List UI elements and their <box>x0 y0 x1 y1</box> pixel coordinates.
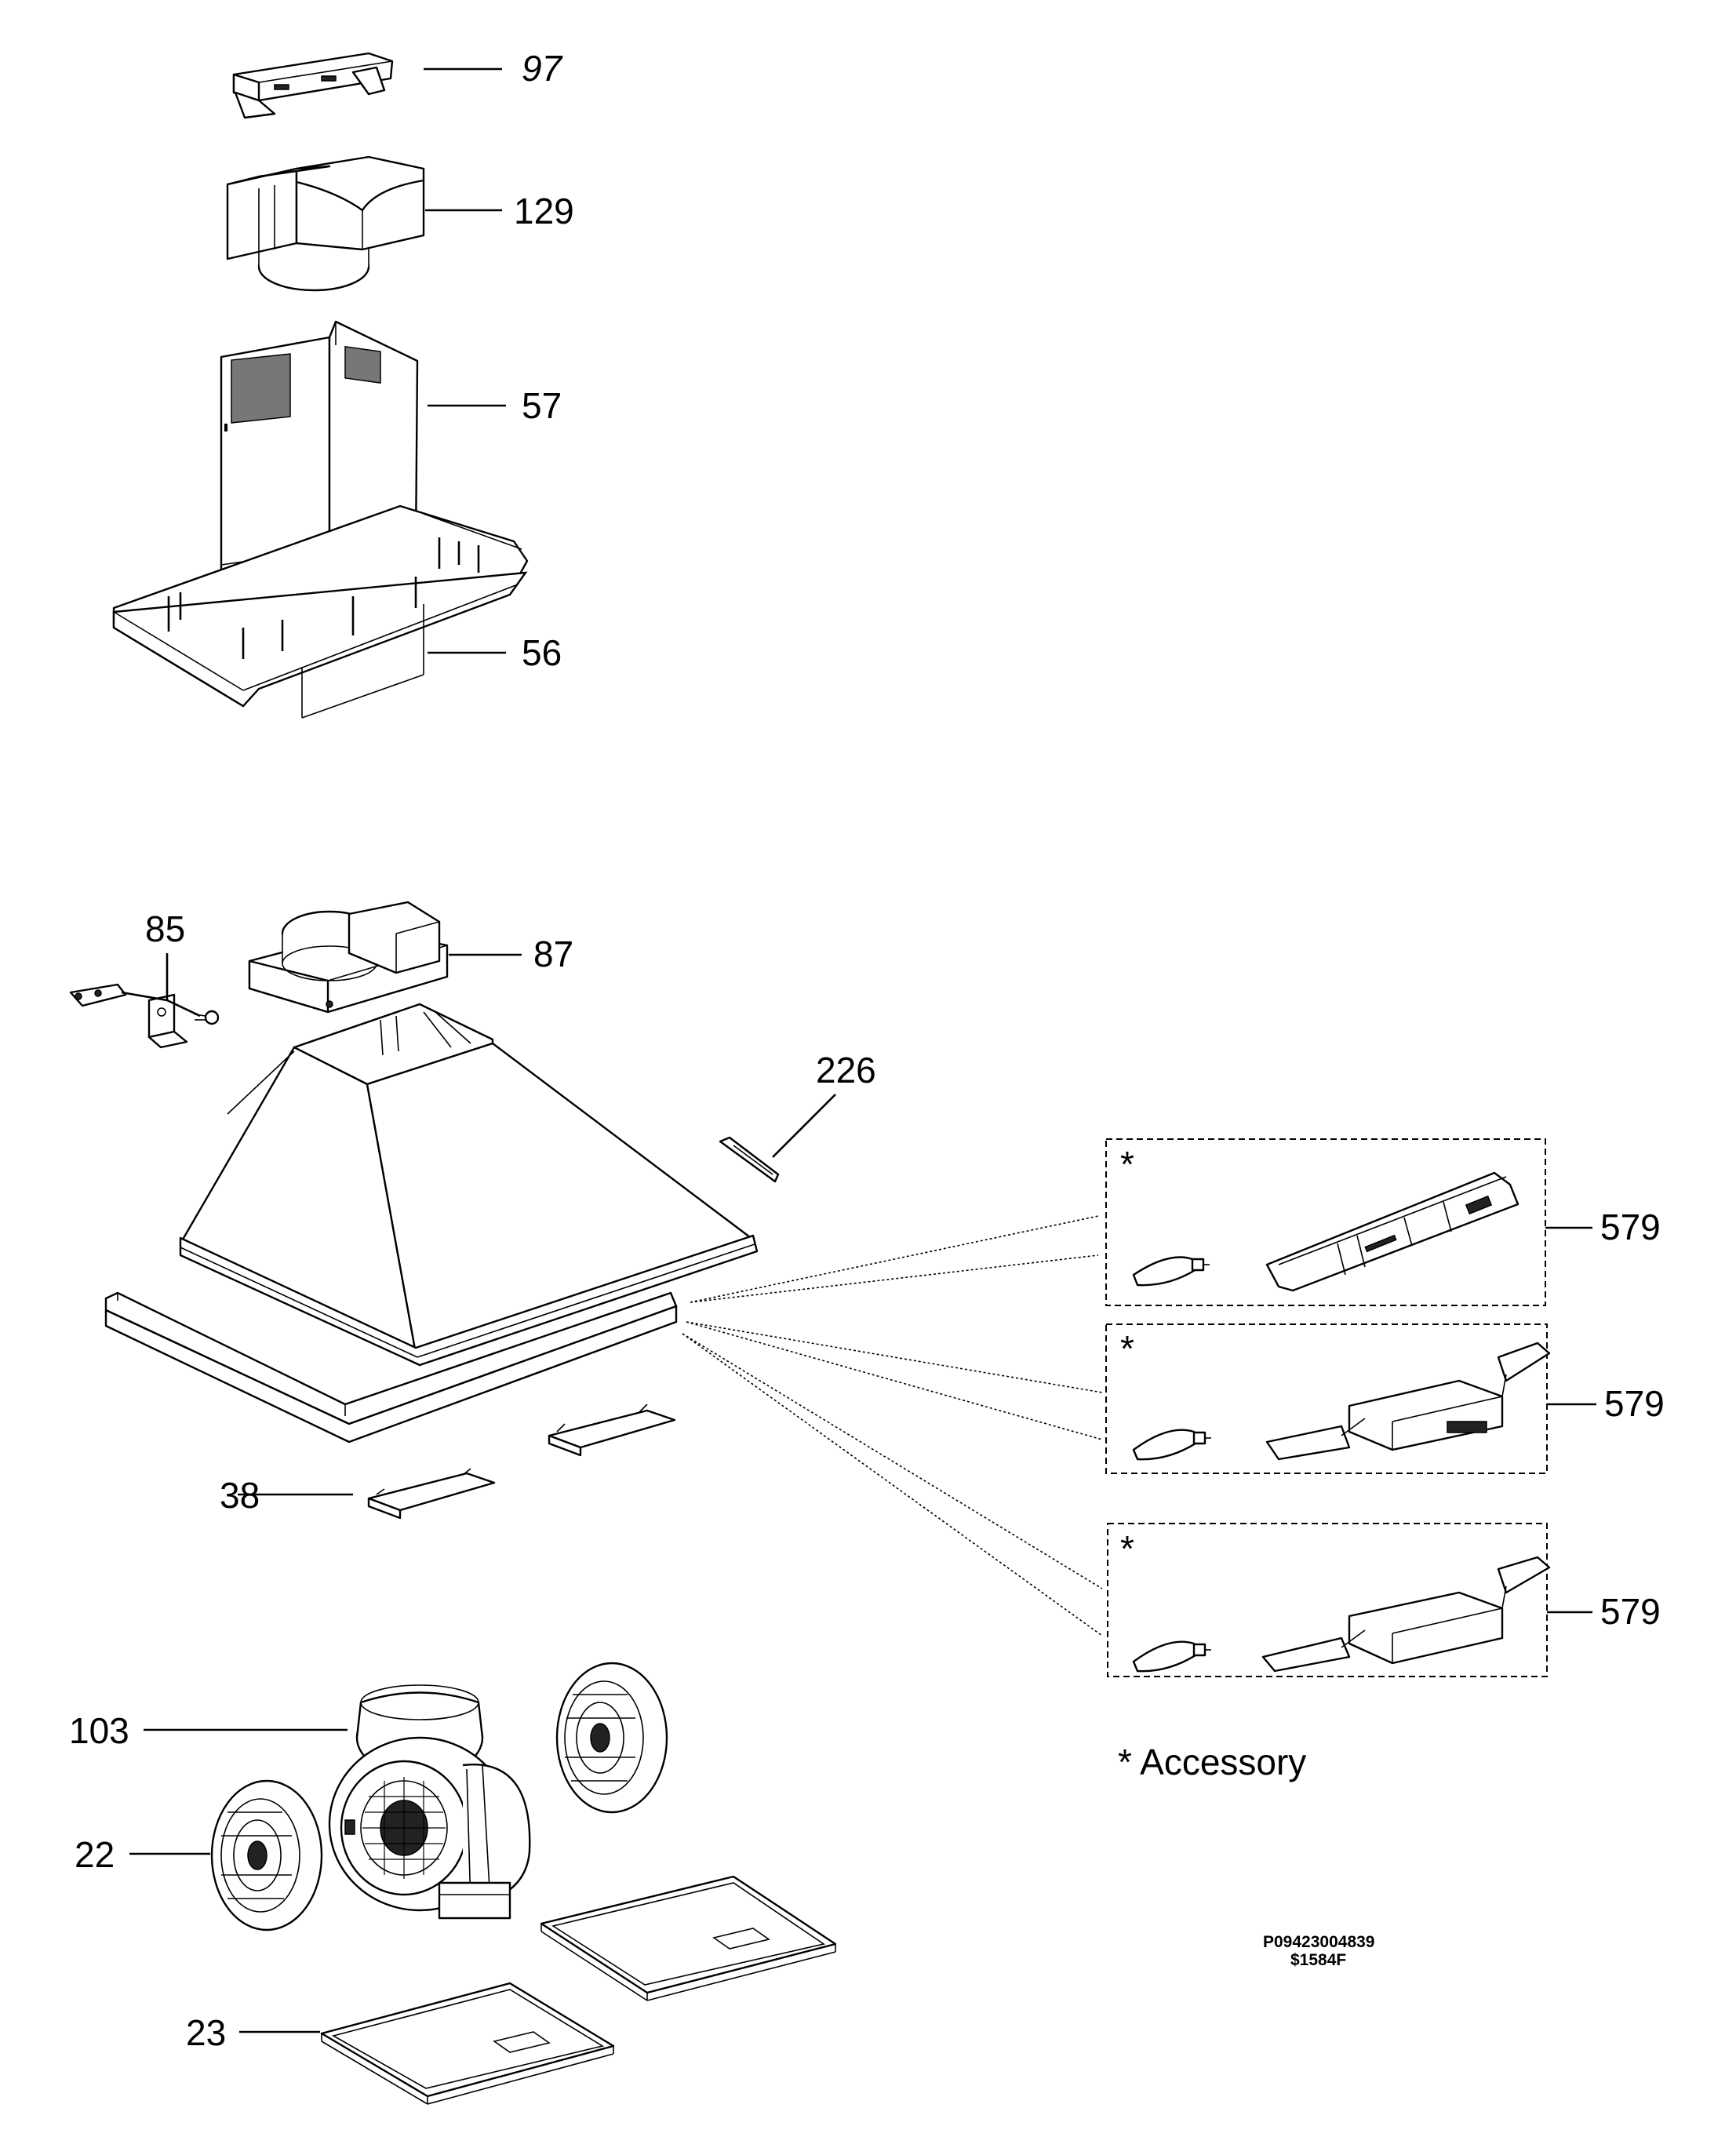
part-grease-filter-upper <box>540 1875 837 2001</box>
label-23: 23 <box>186 2012 226 2053</box>
light-fitting-icon <box>1265 1342 1551 1461</box>
part-23-grease-filter <box>320 1982 615 2105</box>
label-56: 56 <box>522 632 562 673</box>
part-579-accessory-box-3: * <box>1107 1523 1551 1677</box>
bulb-icon <box>1132 1256 1210 1287</box>
leader-85-b <box>166 999 201 1018</box>
label-226: 226 <box>816 1050 876 1090</box>
accessory-marker-3: * <box>1120 1528 1134 1569</box>
label-579-3: 579 <box>1600 1591 1661 1632</box>
part-579-accessory-box-1: * <box>1105 1138 1546 1306</box>
drawing-code-line2: $1584F <box>1290 1951 1346 1969</box>
part-38-lamp-cover-b <box>548 1403 676 1457</box>
part-579-accessory-box-2: * <box>1105 1323 1551 1474</box>
part-129-air-outlet <box>226 155 425 292</box>
label-129: 129 <box>514 191 574 231</box>
accessory-connection-lines <box>682 1215 1103 1636</box>
label-85: 85 <box>145 908 185 949</box>
part-85-fittings <box>69 983 220 1049</box>
light-fitting-icon <box>1265 1171 1519 1292</box>
accessory-marker-2: * <box>1120 1328 1134 1369</box>
accessory-legend: * Accessory <box>1118 1742 1306 1782</box>
drawing-code-line1: P09423004839 <box>1263 1933 1374 1951</box>
bulb-icon <box>1132 1640 1211 1673</box>
label-87: 87 <box>533 934 573 974</box>
part-38-lamp-cover-a <box>367 1468 496 1520</box>
label-579-1: 579 <box>1600 1207 1661 1247</box>
part-hood-body <box>179 1003 759 1367</box>
accessory-marker-1: * <box>1120 1144 1134 1185</box>
bulb-icon <box>1132 1429 1211 1461</box>
label-97: 97 <box>522 48 563 89</box>
light-fitting-icon <box>1261 1556 1551 1673</box>
label-38: 38 <box>220 1475 260 1516</box>
part-103-motor <box>328 1684 531 1920</box>
label-103: 103 <box>69 1710 129 1751</box>
part-22-carbon-filter <box>210 1779 323 1931</box>
part-56-glass-canopy <box>112 504 529 719</box>
part-carbon-filter-right <box>555 1662 668 1814</box>
part-226-strip <box>719 1136 780 1183</box>
part-97-mounting-bracket <box>232 52 394 119</box>
label-57: 57 <box>522 385 562 426</box>
label-579-2: 579 <box>1604 1383 1665 1424</box>
label-22: 22 <box>75 1834 115 1875</box>
leader-85-a <box>121 991 168 1002</box>
part-87-motor-housing <box>248 901 449 1014</box>
part-hood-frame <box>104 1291 678 1444</box>
leader-226 <box>772 1094 836 1158</box>
